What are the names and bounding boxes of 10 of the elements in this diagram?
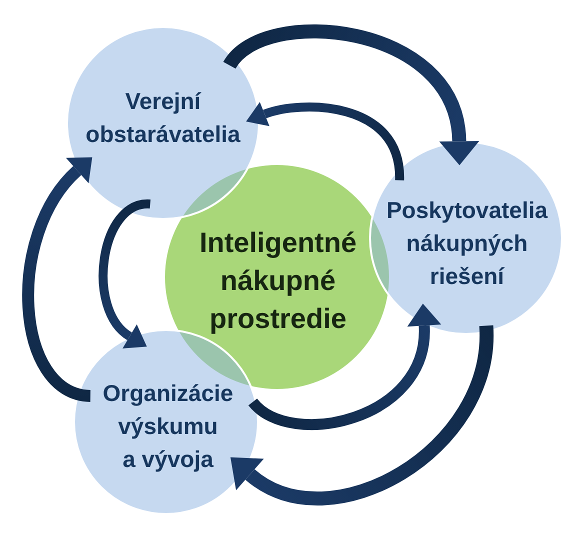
node-label: Organizácie výskumu a vývoja	[102, 378, 234, 474]
node-label: Verejní obstarávatelia	[86, 87, 240, 149]
curved-arrow	[246, 102, 404, 181]
curved-arrow	[228, 325, 494, 506]
curved-arrow	[249, 304, 442, 430]
curved-arrow	[22, 156, 92, 402]
curved-arrow	[98, 200, 151, 350]
node-label: Poskytovatelia nákupných riešení	[386, 196, 548, 290]
curved-arrow	[224, 24, 479, 165]
node-label: Inteligentné nákupné prostredie	[199, 226, 357, 336]
